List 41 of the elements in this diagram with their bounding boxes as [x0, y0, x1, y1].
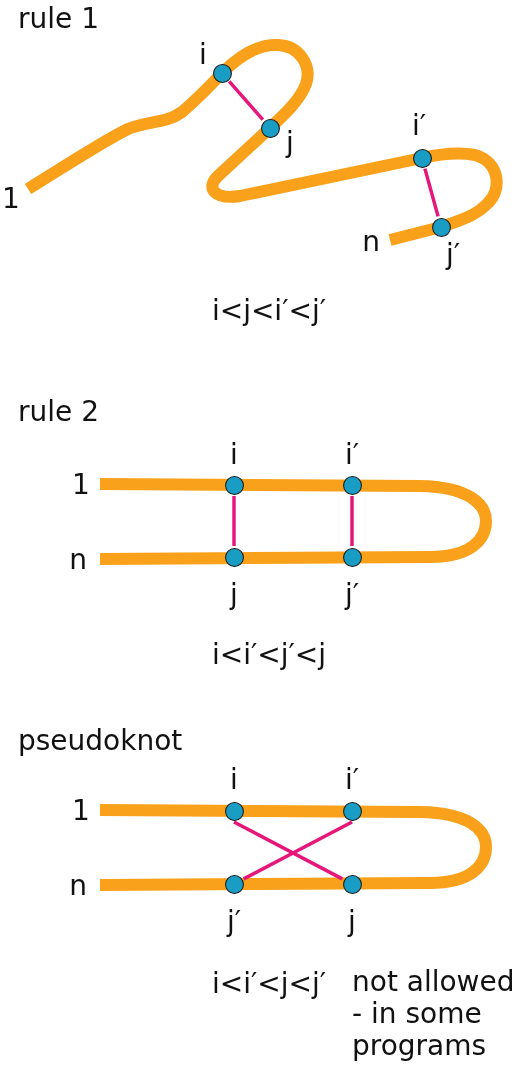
base-dot [224, 475, 244, 495]
base-label: j [286, 126, 294, 160]
base-label: j [348, 905, 356, 939]
base-dot [224, 547, 244, 567]
pairing-line [227, 80, 265, 121]
pairing-line [350, 496, 354, 546]
base-dot [342, 801, 362, 821]
strand-end-label: n [362, 225, 380, 259]
base-label: i [199, 38, 207, 72]
pairing-line [232, 496, 236, 546]
base-label: i [230, 438, 238, 472]
base-dot [412, 148, 432, 168]
strand-end-label: 1 [72, 468, 90, 502]
order-condition: i<j<i′<j′ [211, 294, 327, 328]
panel-heading: pseudoknot [18, 724, 183, 758]
base-dot [342, 475, 362, 495]
base-dot [224, 801, 244, 821]
base-dot [212, 63, 232, 83]
base-label: i′ [344, 438, 360, 472]
base-label: i′ [411, 109, 427, 143]
base-dot [431, 217, 451, 237]
base-label: i [230, 763, 238, 797]
strand-end-label: 1 [72, 794, 90, 828]
panel-heading: rule 2 [18, 395, 99, 429]
strand-end-label: n [69, 543, 87, 577]
base-label: j′ [344, 578, 360, 612]
order-condition: i<i′<j′<j [211, 638, 327, 672]
base-dot [260, 118, 280, 138]
pairing-line [423, 168, 440, 217]
base-label: j′ [226, 905, 242, 939]
base-dot [224, 874, 244, 894]
note-text: not allowed - in some programs [352, 966, 516, 1063]
base-label: j [230, 578, 238, 612]
strand-end-label: 1 [2, 182, 20, 216]
base-label: i′ [344, 763, 360, 797]
order-condition: i<i′<j<j′ [211, 967, 327, 1001]
base-dot [342, 874, 362, 894]
base-dot [342, 547, 362, 567]
strand-end-label: n [69, 869, 87, 903]
base-label: j′ [445, 238, 461, 272]
panel-heading: rule 1 [18, 2, 99, 36]
